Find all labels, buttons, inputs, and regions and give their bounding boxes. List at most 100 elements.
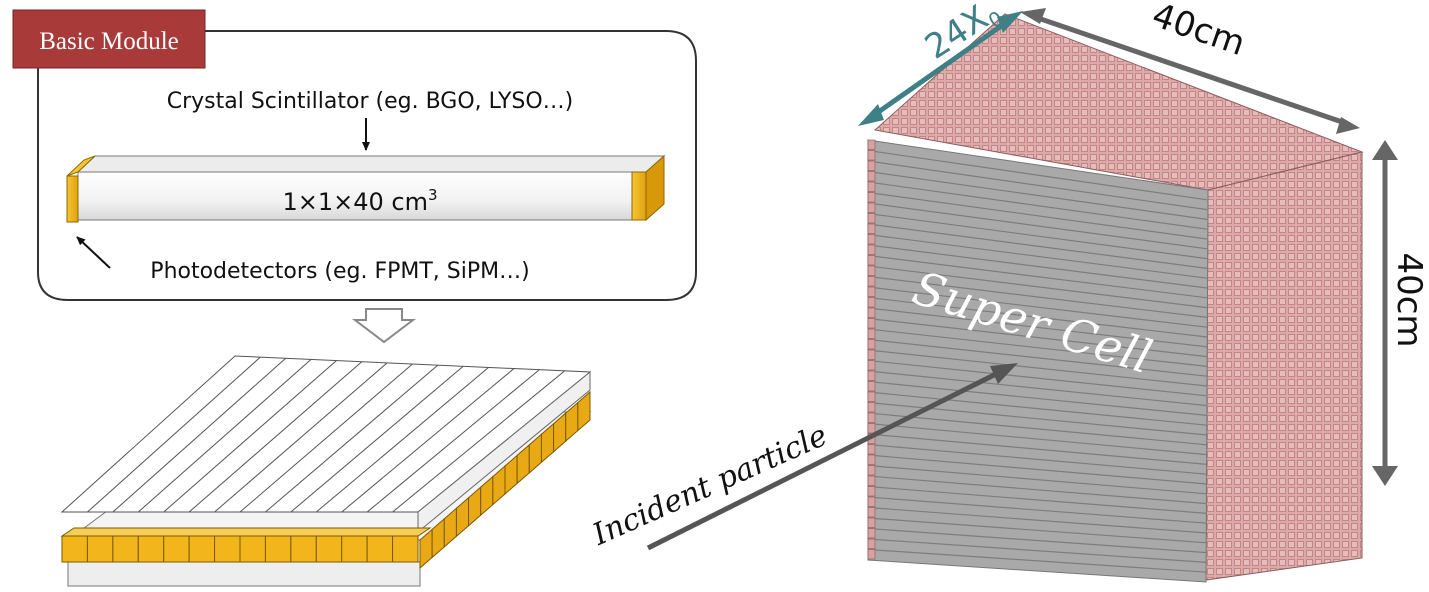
- crystal-end-cap: [867, 297, 876, 308]
- layer-crystal-lines: [87, 356, 565, 513]
- photodetector-row-front: [60, 527, 432, 563]
- crystal-stripe: [867, 380, 1208, 416]
- panel-frame: [37, 30, 697, 301]
- crystal-end-cap: [867, 255, 876, 266]
- crystal-stripe: [867, 317, 1208, 358]
- dimension-label: 1×1×40 cm3: [282, 186, 437, 216]
- crystal-stripe: [867, 170, 1208, 220]
- depth-dimension-arrow: [858, 11, 1023, 126]
- photodetector-cell: [61, 535, 88, 563]
- crystal-end-cap: [867, 402, 876, 413]
- crystal-stripe: [867, 149, 1208, 201]
- super-cell-side-face: [1205, 151, 1363, 581]
- crystal-end-cap: [867, 202, 876, 213]
- crystal-stripe: [867, 191, 1208, 240]
- crystal-stripe: [867, 412, 1208, 446]
- crystal-divider-line: [163, 360, 337, 513]
- crystal-stripe: [867, 254, 1208, 299]
- crystal-stripe: [867, 212, 1208, 260]
- height-dimension-arrow: [1372, 140, 1398, 486]
- crystal-end-cap: [867, 444, 876, 455]
- crystal-end-cap: [867, 412, 876, 423]
- crystal-end-cap: [867, 391, 876, 402]
- photodetector-side-cell: [577, 390, 591, 432]
- crystal-end-cap: [867, 370, 876, 381]
- crystal-divider-line: [112, 357, 287, 513]
- crystal-end-cap: [867, 381, 876, 392]
- crystal-divider-line: [392, 370, 565, 513]
- super-cell-crystal-stripes: [867, 149, 1208, 573]
- crystal-stripe: [867, 454, 1208, 485]
- crystal-end-cap: [867, 507, 876, 518]
- crystal-stripe: [867, 328, 1208, 367]
- photodetector-cell: [86, 535, 114, 563]
- crystal-end-cap: [867, 454, 876, 465]
- crystal-stripe: [867, 538, 1208, 563]
- crystal-end-cap: [867, 339, 876, 350]
- photodetector-cell: [112, 535, 139, 563]
- crystal-stripe: [867, 527, 1208, 554]
- super-cell-left-edge: [867, 139, 876, 560]
- photodetector-cell: [214, 535, 241, 563]
- crystal-stripe: [867, 296, 1208, 338]
- crystal-stripe: [867, 443, 1208, 475]
- crystal-end-cap: [867, 538, 876, 549]
- crystal-stripe: [867, 244, 1208, 289]
- crystal-end-cap: [867, 234, 876, 245]
- crystal-end-cap: [867, 192, 876, 203]
- crystal-end-cap: [867, 150, 876, 161]
- top-layer-side: [417, 370, 591, 534]
- width-label: 40cm: [1147, 0, 1250, 64]
- crystal-stripe: [867, 433, 1208, 465]
- photodetector-cell: [315, 535, 343, 563]
- basic-module-badge: [12, 9, 206, 69]
- crystal-stripe: [867, 485, 1208, 514]
- photodetector-pointer-arrow: [76, 236, 111, 269]
- crystal-stripe: [867, 233, 1208, 279]
- crystal-end-cap: [867, 517, 876, 528]
- crystal-end-cap: [867, 265, 876, 276]
- crystal-end-cap: [867, 181, 876, 192]
- crystal-end-cap: [867, 276, 876, 287]
- crystal-stripe: [867, 464, 1208, 495]
- photodetector-right: [645, 154, 665, 222]
- crystal-end-cap: [867, 496, 876, 507]
- crystal-divider-line: [265, 364, 439, 513]
- crystal-end-cap: [867, 528, 876, 539]
- crystal-end-cap: [867, 244, 876, 255]
- incident-particle-label: Incident particle: [587, 418, 833, 553]
- crystal-end-cap: [867, 328, 876, 339]
- basic-module-badge-label: Basic Module: [39, 28, 179, 55]
- crystal-end-cap: [867, 213, 876, 224]
- crystal-end-cap: [867, 349, 876, 360]
- crystal-scintillator-label: Crystal Scintillator (eg. BGO, LYSO…): [167, 89, 574, 114]
- crystal-end-cap: [867, 465, 876, 476]
- photodetector-label: Photodetectors (eg. FPMT, SiPM…): [150, 259, 529, 284]
- crystal-stripe: [867, 338, 1208, 377]
- crystal-bar: [66, 154, 666, 223]
- crystal-end-cap: [867, 171, 876, 182]
- crystal-end-cap: [867, 223, 876, 234]
- photodetector-cell: [264, 535, 292, 563]
- crystal-end-cap: [867, 318, 876, 329]
- crystal-end-cap: [867, 307, 876, 318]
- photodetector-cell: [392, 535, 419, 563]
- crystal-divider-line: [87, 356, 261, 513]
- crystal-stripe: [867, 349, 1208, 387]
- photodetector-left: [66, 155, 96, 177]
- photodetector-cell: [137, 535, 165, 563]
- crystal-stripe: [867, 181, 1208, 230]
- crystal-divider-line: [290, 365, 464, 513]
- crystal-stripe: [867, 475, 1208, 505]
- crystal-divider-line: [137, 359, 312, 513]
- photodetector-cell: [290, 535, 317, 563]
- photodetector-cell: [341, 535, 368, 563]
- height-label: 40cm: [1389, 252, 1429, 347]
- crystal-stripe: [867, 496, 1208, 524]
- crystal-stripe: [867, 506, 1208, 534]
- crystal-stripe: [867, 307, 1208, 348]
- crystal-stripe: [867, 359, 1208, 397]
- crystal-stripe: [867, 391, 1208, 426]
- crystal-divider-line: [341, 368, 515, 513]
